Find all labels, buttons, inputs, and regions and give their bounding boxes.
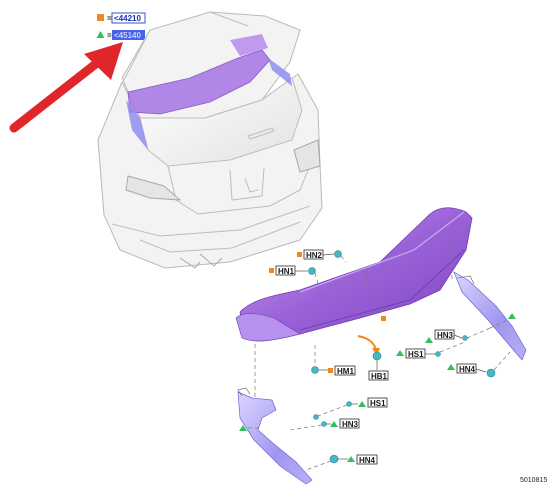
svg-text:HN2: HN2 xyxy=(306,251,323,260)
legend-equals-2: = xyxy=(107,31,112,40)
red-arrow-icon xyxy=(9,42,123,133)
svg-text:HN4: HN4 xyxy=(459,365,476,374)
clip-hn4-right-icon xyxy=(486,368,496,378)
callout-hs1-left: HS1 xyxy=(313,397,388,420)
clip-hb1-icon xyxy=(372,351,382,361)
clip-hn4-left-icon xyxy=(329,454,339,464)
legend-green-code: <45140 xyxy=(114,31,141,40)
callout-hn4-right: HN4 xyxy=(447,351,511,378)
callout-hb1: HB1 xyxy=(357,316,389,381)
clip-hm1-icon xyxy=(311,366,319,374)
legend-equals-1: = xyxy=(107,14,112,23)
alignment-lines xyxy=(254,240,453,398)
right-trim-part xyxy=(453,271,527,361)
green-triangle-icon xyxy=(96,31,105,38)
svg-text:HB1: HB1 xyxy=(371,372,388,381)
spoiler-part xyxy=(235,207,473,342)
clip-hn1-icon xyxy=(308,267,316,275)
callout-hm1: HM1 xyxy=(311,345,356,376)
legend-green-code-box xyxy=(112,30,145,40)
legend-orange-code-box xyxy=(111,12,146,24)
svg-text:HN3: HN3 xyxy=(342,420,359,429)
svg-text:HN3: HN3 xyxy=(437,331,454,340)
callout-hn1: HN1 xyxy=(269,265,319,285)
callout-hn3-left: HN3 xyxy=(289,418,360,431)
callout-hn2: HN2 xyxy=(297,249,347,263)
left-trim-part xyxy=(237,387,313,485)
callout-hs1-right: HS1 xyxy=(396,341,466,359)
figure-id: 5010815 xyxy=(520,477,547,484)
svg-text:HS1: HS1 xyxy=(408,350,424,359)
vehicle-rear xyxy=(97,11,323,269)
callout-hn3-right: HN3 xyxy=(425,313,516,343)
svg-text:HS1: HS1 xyxy=(370,399,386,408)
callout-hn4-left: HN4 xyxy=(305,454,378,471)
svg-text:HN4: HN4 xyxy=(359,456,376,465)
left-green-marker xyxy=(239,425,262,431)
legend: = <44210 = <45140 xyxy=(96,12,146,40)
orange-square-icon xyxy=(97,14,104,21)
svg-text:HN1: HN1 xyxy=(278,267,295,276)
legend-orange-code: <44210 xyxy=(114,14,141,23)
vehicle-spoiler-highlight xyxy=(127,49,271,115)
clip-hn2-icon xyxy=(334,250,342,258)
svg-text:HM1: HM1 xyxy=(337,367,354,376)
